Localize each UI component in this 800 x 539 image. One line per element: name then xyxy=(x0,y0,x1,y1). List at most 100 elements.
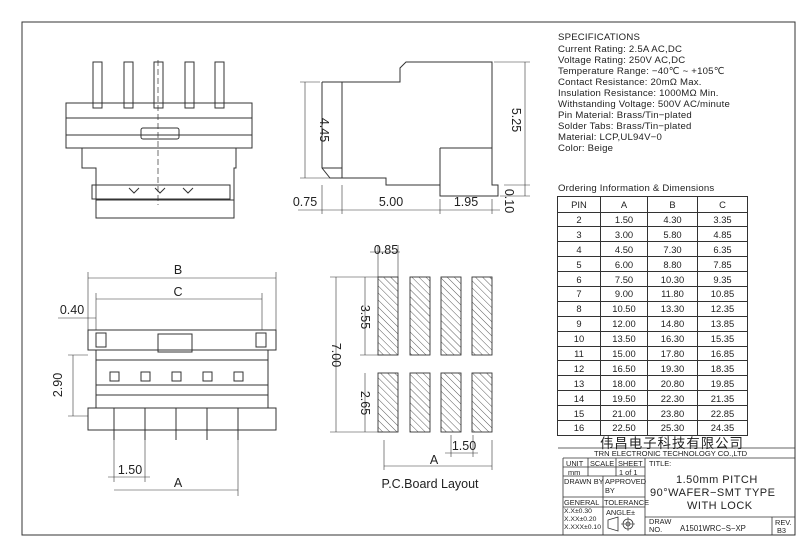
title-label: TITLE: xyxy=(649,459,672,468)
cell-a: 7.50 xyxy=(600,271,648,287)
angle-label: ANGLE± xyxy=(606,508,636,517)
company-name-cn: 伟昌电子科技有限公司 xyxy=(600,437,744,452)
cell-b: 14.80 xyxy=(647,315,698,332)
rev-value: B3 xyxy=(777,526,787,535)
unit-value: mm xyxy=(568,468,581,477)
cell-pin: 13 xyxy=(557,375,601,392)
cell-c: 7.85 xyxy=(697,256,748,273)
dim-pcb-a: A xyxy=(430,453,439,467)
draw-no-label: DRAW NO. xyxy=(649,517,672,534)
cell-c: 22.85 xyxy=(697,405,748,421)
header-a: A xyxy=(600,196,648,213)
cell-a: 3.00 xyxy=(600,226,648,243)
sheet-label: SHEET xyxy=(618,459,643,468)
company-name-en: TRN ELECTRONIC TECHNOLOGY CO.,LTD xyxy=(594,449,748,458)
drawn-by-label: DRAWN BY xyxy=(564,477,604,486)
cell-c: 18.35 xyxy=(697,360,748,377)
cell-a: 4.50 xyxy=(600,241,648,258)
rev-label: REV. xyxy=(775,518,792,527)
top-view xyxy=(65,60,253,219)
ordering-title: Ordering Information & Dimensions xyxy=(558,183,715,194)
dim-front-a: A xyxy=(174,476,183,490)
general-label: GENERAL xyxy=(564,498,600,507)
side-view xyxy=(298,61,530,214)
cell-b: 5.80 xyxy=(647,226,698,243)
tolerance-label: TOLERANCE xyxy=(604,498,650,507)
cell-pin: 6 xyxy=(557,271,601,287)
dim-7-00: 7.00 xyxy=(329,343,343,367)
cell-a: 16.50 xyxy=(600,360,648,377)
scale-label: SCALE xyxy=(590,459,615,468)
cell-a: 6.00 xyxy=(600,256,648,273)
cell-c: 10.85 xyxy=(697,285,748,302)
dim-2-90: 2.90 xyxy=(51,373,65,397)
cell-c: 9.35 xyxy=(697,271,748,287)
dim-0-85: 0.85 xyxy=(374,243,398,257)
cell-a: 12.00 xyxy=(600,315,648,332)
cell-pin: 14 xyxy=(557,390,601,407)
title-line-1: 1.50mm PITCH xyxy=(676,474,758,486)
cell-a: 15.00 xyxy=(600,345,648,362)
cell-b: 19.30 xyxy=(647,360,698,377)
spec-voltage-rating: Voltage Rating: 250V AC,DC xyxy=(558,55,686,66)
dim-front-pitch: 1.50 xyxy=(118,463,142,477)
cell-pin: 10 xyxy=(557,330,601,347)
header-b: B xyxy=(647,196,698,213)
dim-5-25: 5.25 xyxy=(509,108,523,132)
dim-0-40: 0.40 xyxy=(60,303,84,317)
pcb-pads xyxy=(377,276,493,433)
cell-a: 21.00 xyxy=(600,405,648,421)
cell-pin: 3 xyxy=(557,226,601,243)
cell-pin: 7 xyxy=(557,285,601,302)
cell-c: 4.85 xyxy=(697,226,748,243)
title-line-3: WITH LOCK xyxy=(687,500,753,512)
cell-b: 10.30 xyxy=(647,271,698,287)
cell-b: 23.80 xyxy=(647,405,698,421)
sheet-border xyxy=(21,21,796,536)
tolerance-1: X.X±0.30 xyxy=(564,508,592,515)
cell-a: 10.50 xyxy=(600,300,648,317)
cell-a: 19.50 xyxy=(600,390,648,407)
spec-temperature-range: Temperature Range: −40℃ ~ +105℃ xyxy=(558,66,725,77)
cell-pin: 11 xyxy=(557,345,601,362)
cell-b: 20.80 xyxy=(647,375,698,392)
pcb-layout-label: P.C.Board Layout xyxy=(381,477,479,491)
projection-symbol-icon xyxy=(607,516,635,532)
dim-4-45: 4.45 xyxy=(317,118,331,142)
cell-a: 18.00 xyxy=(600,375,648,392)
spec-pin-material: Pin Material: Brass/Tin−plated xyxy=(558,110,692,121)
approved-by-label: APPROVED BY xyxy=(605,477,647,495)
tolerance-2: X.XX±0.20 xyxy=(564,516,597,523)
cell-b: 22.30 xyxy=(647,390,698,407)
cell-b: 7.30 xyxy=(647,241,698,258)
pcb-layout xyxy=(330,245,493,470)
cell-c: 15.35 xyxy=(697,330,748,347)
dim-0-75: 0.75 xyxy=(293,195,317,209)
cell-pin: 15 xyxy=(557,405,601,421)
spec-contact-resistance: Contact Resistance: 20mΩ Max. xyxy=(558,77,702,88)
dim-5-00: 5.00 xyxy=(379,195,403,209)
cell-a: 9.00 xyxy=(600,285,648,302)
spec-solder-tabs: Solder Tabs: Brass/Tin−plated xyxy=(558,121,692,132)
cell-pin: 8 xyxy=(557,300,601,317)
cell-c: 13.85 xyxy=(697,315,748,332)
cell-b: 17.80 xyxy=(647,345,698,362)
cell-c: 16.85 xyxy=(697,345,748,362)
front-view xyxy=(58,272,277,496)
cell-b: 11.80 xyxy=(647,285,698,302)
cell-c: 21.35 xyxy=(697,390,748,407)
cell-c: 3.35 xyxy=(697,211,748,228)
